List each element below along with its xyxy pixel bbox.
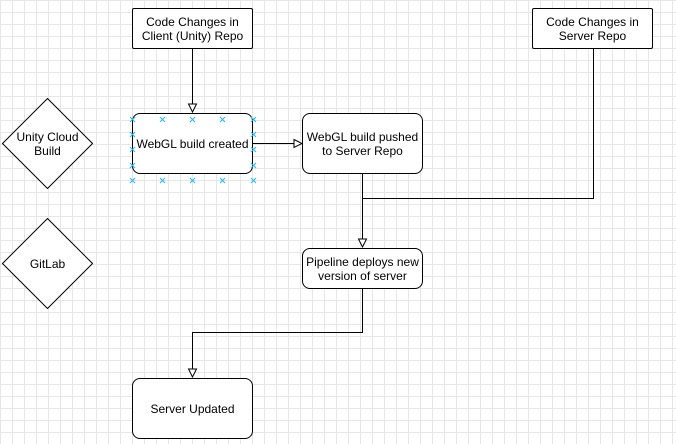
selection-handle[interactable]: [219, 171, 226, 184]
edge-server-changes-to-pipeline[interactable]: [362, 48, 594, 199]
gitlab-label: GitLab: [29, 256, 66, 271]
selection-handle[interactable]: [250, 125, 257, 138]
edge-pipeline-to-server-updated[interactable]: [193, 289, 363, 377]
selection-handle[interactable]: [129, 140, 136, 153]
selection-handle[interactable]: [159, 171, 166, 184]
server-updated-node[interactable]: Server Updated: [132, 378, 253, 439]
webgl-pushed-node[interactable]: WebGL build pushed to Server Repo: [302, 113, 423, 174]
client-changes-node[interactable]: Code Changes in Client (Unity) Repo: [132, 8, 253, 49]
selection-handle[interactable]: [250, 156, 257, 169]
pipeline-deploys-node[interactable]: Pipeline deploys new version of server: [302, 248, 423, 289]
selection-handle[interactable]: [129, 110, 136, 123]
selection-handle[interactable]: [129, 171, 136, 184]
diamond-shape: [2, 98, 93, 189]
selection-handle[interactable]: [250, 171, 257, 184]
gitlab-diamond[interactable]: GitLab: [2, 218, 93, 309]
selection-handle[interactable]: [250, 110, 257, 123]
unity-cloud-build-diamond[interactable]: Unity Cloud Build: [2, 98, 93, 189]
selection-handle[interactable]: [189, 171, 196, 184]
unity-cloud-build-label: Unity Cloud Build: [16, 129, 79, 158]
webgl-created-node[interactable]: WebGL build created: [132, 113, 253, 174]
selection-handle[interactable]: [159, 110, 166, 123]
selection-handle[interactable]: [189, 110, 196, 123]
selection-handle[interactable]: [219, 110, 226, 123]
selection-handle[interactable]: [250, 140, 257, 153]
selection-handle[interactable]: [129, 156, 136, 169]
server-changes-node[interactable]: Code Changes in Server Repo: [532, 8, 653, 49]
selection-handle[interactable]: [129, 125, 136, 138]
diamond-shape: [2, 218, 93, 309]
